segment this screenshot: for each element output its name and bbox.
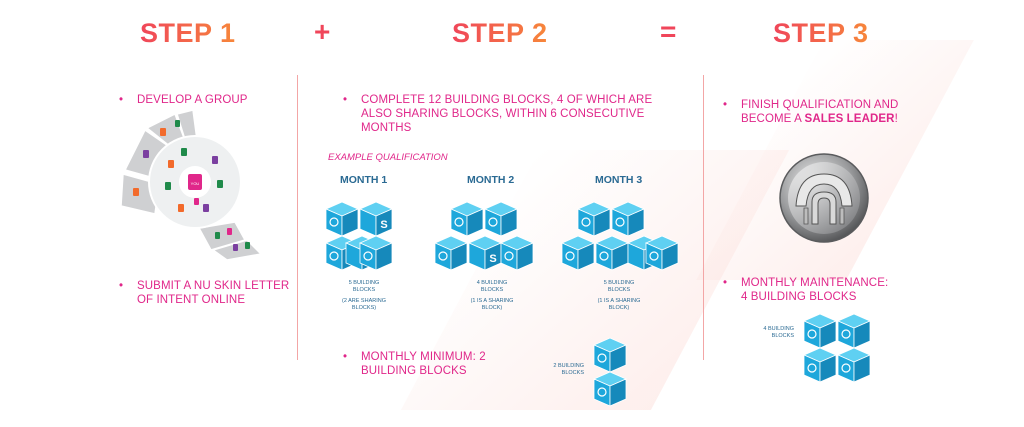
building-block-icon bbox=[837, 313, 871, 349]
complete-blocks-text: COMPLETE 12 BUILDING BLOCKS, 4 OF WHICH … bbox=[343, 93, 652, 135]
example-qualification-label: EXAMPLE QUALIFICATION bbox=[328, 152, 448, 163]
building-block-icon bbox=[484, 201, 518, 237]
building-block-icon bbox=[595, 235, 629, 271]
divider-right bbox=[703, 75, 704, 360]
group-wheel-icon: YOU bbox=[120, 109, 263, 261]
building-block-icon bbox=[450, 201, 484, 237]
building-block-icon bbox=[611, 201, 645, 237]
building-block-icon bbox=[837, 347, 871, 383]
building-block-icon bbox=[803, 347, 837, 383]
month2-blocks bbox=[434, 201, 534, 271]
step1-title: STEP 1 bbox=[140, 18, 236, 48]
develop-group-text: DEVELOP A GROUP bbox=[119, 93, 248, 107]
divider-left bbox=[297, 75, 298, 360]
building-block-icon bbox=[561, 235, 595, 271]
sharing-block-icon bbox=[359, 201, 393, 237]
equals-sign: = bbox=[660, 16, 677, 47]
center-you-label: YOU bbox=[191, 181, 200, 186]
month1-label: MONTH 1 bbox=[340, 174, 388, 186]
building-block-icon bbox=[325, 201, 359, 237]
minimum-blocks bbox=[593, 337, 627, 407]
building-block-icon bbox=[593, 371, 627, 407]
building-block-icon bbox=[593, 337, 627, 373]
monthly-minimum-text: MONTHLY MINIMUM: 2 BUILDING BLOCKS bbox=[343, 350, 486, 378]
monthly-maintenance-text: MONTHLY MAINTENANCE: 4 BUILDING BLOCKS bbox=[723, 276, 888, 304]
finish-qualification-text: FINISH QUALIFICATION AND BECOME A SALES … bbox=[723, 98, 898, 126]
maintenance-blocks bbox=[803, 313, 871, 383]
step2-title: STEP 2 bbox=[452, 18, 548, 48]
building-block-icon bbox=[577, 201, 611, 237]
building-block-icon bbox=[803, 313, 837, 349]
building-block-icon bbox=[500, 235, 534, 271]
month3-blocks bbox=[561, 201, 679, 271]
plus-sign: + bbox=[314, 16, 331, 47]
building-block-icon bbox=[645, 235, 679, 271]
submit-letter-text: SUBMIT A NU SKIN LETTER OF INTENT ONLINE bbox=[119, 279, 289, 307]
step3-title: STEP 3 bbox=[773, 18, 869, 48]
sharing-block-icon bbox=[468, 235, 502, 271]
nu-skin-logo-icon bbox=[779, 153, 869, 243]
month3-label: MONTH 3 bbox=[595, 174, 643, 186]
building-block-icon bbox=[434, 235, 468, 271]
building-block-icon bbox=[359, 235, 393, 271]
month2-label: MONTH 2 bbox=[467, 174, 515, 186]
month1-blocks bbox=[325, 201, 393, 271]
